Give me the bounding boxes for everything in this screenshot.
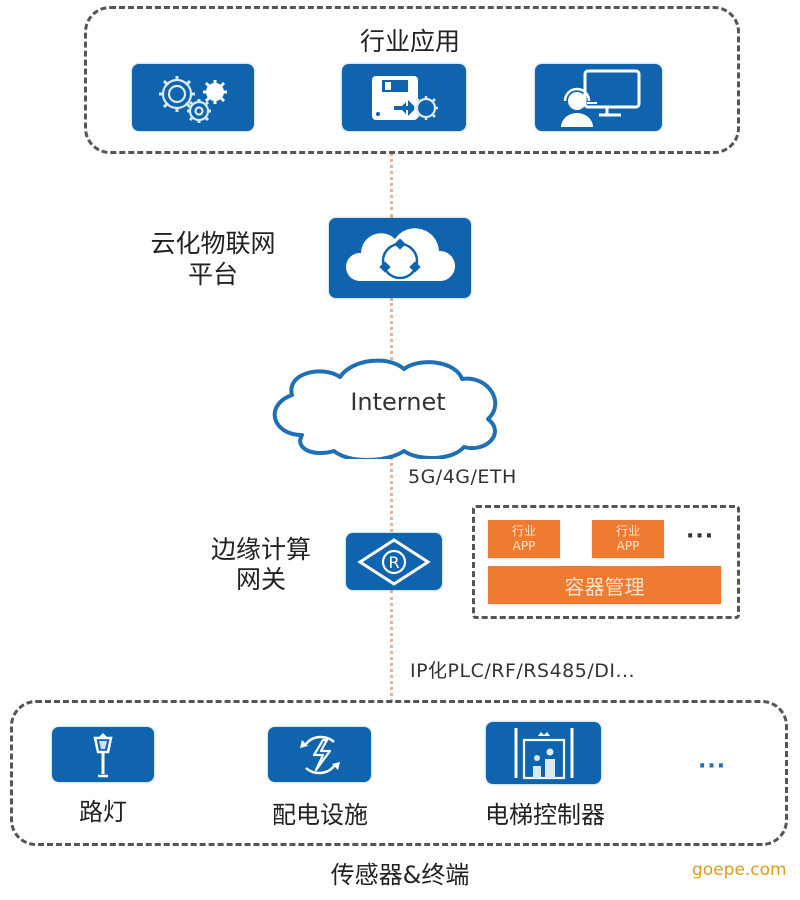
uplink-protocol-label: 5G/4G/ETH [408, 466, 517, 488]
iot-platform-label-line1: 云化物联网 [150, 229, 276, 258]
more-terminals-ellipsis: ··· [698, 754, 727, 779]
industry-app-tile-1[interactable] [132, 64, 254, 131]
connector-top [390, 152, 393, 218]
terminals-group [10, 700, 788, 846]
iot-platform-label: 云化物联网 平台 [118, 228, 308, 290]
industry-app-box-1-line1: 行业 [511, 524, 536, 538]
downlink-protocol-label: IP化PLC/RF/RS485/DI... [410, 660, 636, 682]
industry-app-tile-3[interactable] [535, 64, 662, 131]
industry-app-box-2-line1: 行业 [615, 524, 640, 538]
watermark: goepe.com [692, 860, 787, 880]
edge-gateway-label-line1: 边缘计算 [210, 535, 311, 564]
internet-label: Internet [350, 388, 446, 416]
router-icon: R [357, 537, 431, 586]
edge-gateway-label: 边缘计算 网关 [186, 535, 336, 595]
more-apps-ellipsis: ··· [686, 524, 715, 549]
industry-app-box-1[interactable]: 行业 APP [488, 520, 560, 558]
edge-gateway-label-line2: 网关 [235, 565, 286, 594]
terminal-tile-elevator[interactable] [486, 722, 601, 784]
terminal-label-street-lamp: 路灯 [79, 798, 127, 826]
iot-platform-label-line2: 平台 [187, 260, 238, 289]
gears-icon [159, 75, 227, 123]
internet-cloud [272, 358, 498, 459]
connector-internet-gateway [390, 440, 393, 532]
device-config-icon [372, 75, 438, 120]
edge-gateway-tile[interactable]: R [346, 533, 442, 590]
industry-app-box-1-line2: APP [512, 539, 536, 553]
terminal-tile-power[interactable] [268, 727, 371, 782]
terminal-label-elevator: 电梯控制器 [485, 801, 605, 829]
customer-service-monitor-icon [560, 69, 640, 127]
elevator-icon [514, 728, 573, 780]
power-cycle-icon [299, 735, 340, 774]
street-lamp-icon [93, 732, 113, 777]
industry-app-tile-2[interactable] [342, 64, 466, 131]
svg-text:R: R [388, 553, 399, 572]
edge-container-group [472, 505, 740, 619]
terminal-tile-street-lamp[interactable] [52, 727, 154, 782]
industry-apps-title: 行业应用 [359, 27, 460, 56]
connector-gateway-terminals [390, 590, 393, 702]
connector-platform-internet [390, 298, 393, 360]
terminals-title: 传感器&终端 [330, 861, 470, 889]
container-management-bar[interactable]: 容器管理 [488, 566, 721, 604]
terminal-label-power: 配电设施 [272, 801, 368, 829]
industry-app-box-2-line2: APP [616, 539, 640, 553]
iot-platform-tile[interactable] [329, 218, 471, 298]
cloud-network-icon [345, 228, 456, 281]
industry-apps-group [84, 6, 740, 154]
industry-app-box-2[interactable]: 行业 APP [592, 520, 664, 558]
